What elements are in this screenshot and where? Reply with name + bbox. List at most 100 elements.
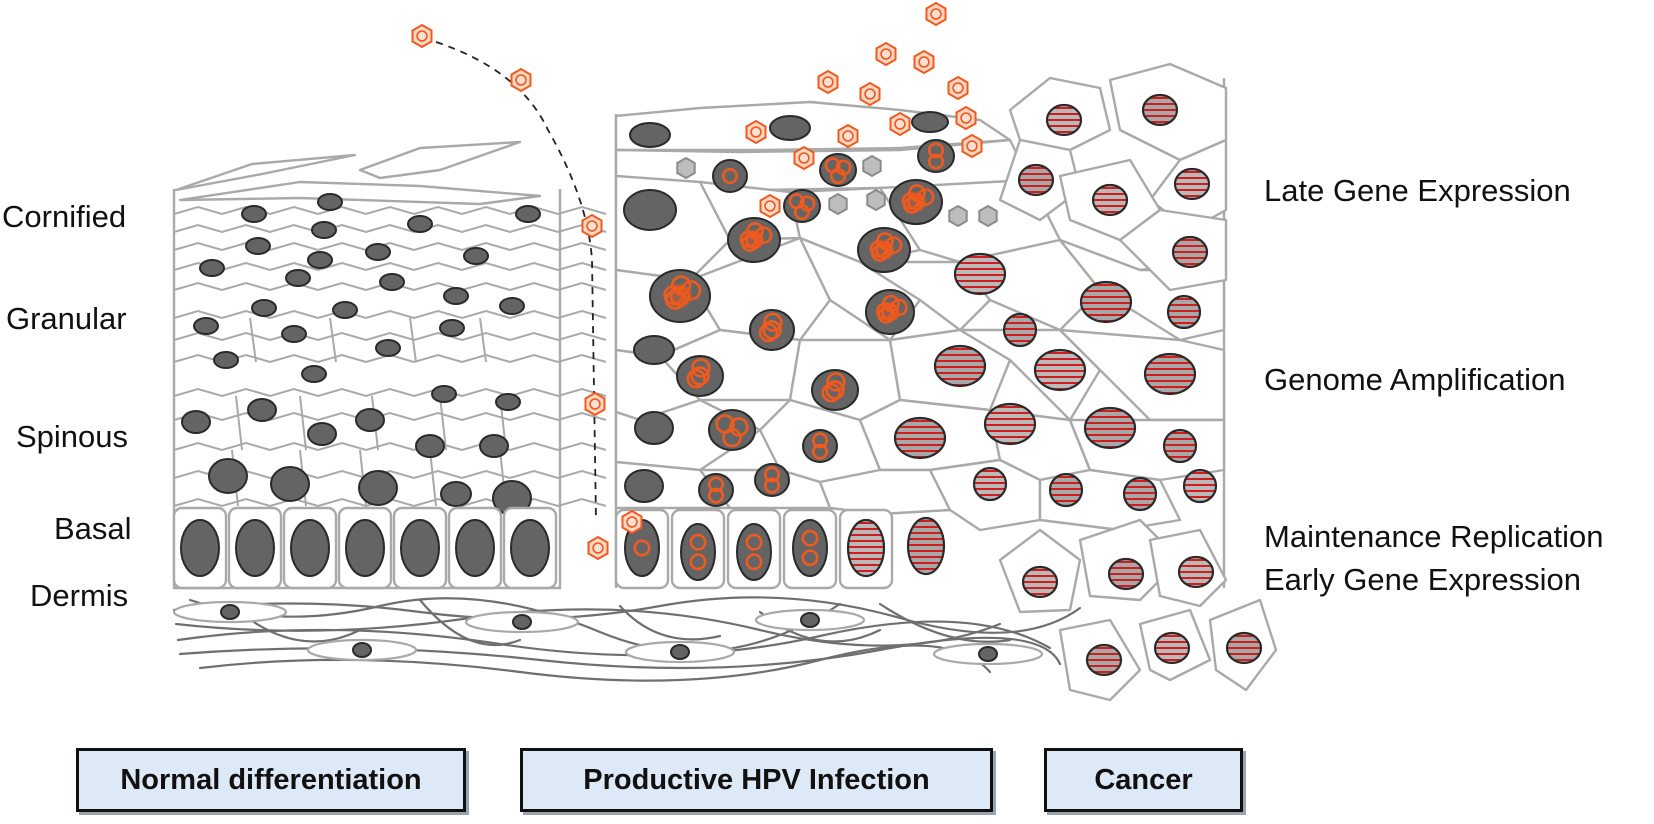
viral-genome [793, 204, 811, 221]
virion [948, 204, 968, 228]
infected-epithelium [614, 78, 1226, 590]
viral-genome [707, 476, 725, 493]
cell [358, 140, 522, 180]
dermis-fibers [172, 596, 1082, 682]
viral-genome [633, 539, 651, 557]
nucleus [792, 519, 828, 577]
viral-genome [801, 529, 819, 547]
stratum-line [173, 223, 607, 234]
nucleus [355, 408, 385, 432]
viral-genome [811, 432, 829, 449]
nucleus [634, 411, 674, 445]
virion [828, 192, 848, 216]
nucleus [769, 115, 811, 141]
viral-genome [927, 142, 945, 159]
nucleus [199, 259, 225, 277]
nucleus [623, 189, 677, 231]
viral-genome [825, 380, 845, 400]
viral-genome [721, 167, 739, 185]
nucleus [251, 299, 277, 317]
nucleus [332, 301, 358, 319]
nucleus [213, 351, 239, 369]
viral-genome [690, 366, 710, 386]
viral-genome [890, 298, 908, 317]
nucleus [633, 335, 675, 365]
viral-genome [826, 372, 846, 392]
nucleus [499, 297, 525, 315]
nucleus [358, 470, 398, 506]
viral-genome [801, 549, 819, 567]
nucleus [193, 317, 219, 335]
viral-genome [686, 369, 706, 389]
layer-label-cornified: Cornified [2, 199, 127, 234]
nucleus [241, 205, 267, 223]
nucleus [400, 519, 440, 577]
virion [862, 154, 882, 178]
nucleus [301, 365, 327, 383]
viral-genome [879, 301, 901, 323]
virus-particles [411, 1, 998, 561]
layer-label-spinous: Spinous [16, 419, 129, 454]
stratum-line [173, 411, 607, 422]
nucleus [285, 269, 311, 287]
stratum-line [173, 261, 607, 272]
nucleus [629, 122, 671, 148]
nucleus [290, 519, 330, 577]
viral-genome [869, 240, 888, 258]
viral-genome [873, 239, 895, 261]
viral-genome [763, 466, 781, 483]
nucleus [365, 243, 391, 261]
nucleus [670, 644, 690, 660]
nucleus [624, 469, 664, 503]
viral-genome [762, 320, 782, 340]
viral-genome [916, 188, 935, 206]
cell [178, 180, 542, 206]
stage-label-late: Late Gene Expression [1264, 173, 1571, 208]
viral-genome [758, 322, 779, 343]
stage-label-amplification: Genome Amplification [1264, 362, 1566, 397]
nucleus [911, 111, 949, 133]
cell [174, 153, 357, 192]
nucleus [415, 434, 445, 458]
nucleus [512, 614, 532, 630]
nucleus [311, 221, 337, 239]
stratum-line [173, 387, 607, 398]
nucleus [440, 481, 472, 507]
nucleus [345, 519, 385, 577]
nucleus [220, 604, 240, 620]
stratum-line [173, 205, 607, 216]
nucleus [208, 458, 248, 494]
viral-genome [722, 427, 742, 448]
layer-label-basal: Basal [54, 511, 132, 546]
viral-genome [821, 383, 841, 403]
nucleus [443, 287, 469, 305]
viral-genome [680, 280, 702, 301]
nucleus [352, 642, 372, 658]
nucleus [307, 251, 333, 269]
viral-genome [669, 285, 691, 307]
stage-label-early: Early Gene Expression [1264, 562, 1582, 597]
nucleus [180, 519, 220, 577]
panel-normal-differentiation: Normal differentiation [76, 748, 466, 812]
viral-genome [754, 226, 773, 244]
viral-genome [689, 533, 707, 551]
layer-label-dermis: Dermis [30, 578, 129, 613]
nucleus [431, 385, 457, 403]
layer-label-granular: Granular [6, 301, 127, 336]
nucleus [510, 519, 550, 577]
nucleus [307, 422, 337, 446]
collagen-fiber [878, 602, 1012, 643]
viral-genome [707, 487, 725, 504]
panel-cancer: Cancer [1044, 748, 1243, 812]
nucleus [379, 273, 405, 291]
nucleus [680, 523, 716, 581]
nucleus [455, 519, 495, 577]
nucleus [978, 646, 998, 662]
collagen-fiber [418, 598, 522, 647]
viral-genome [901, 192, 920, 210]
viral-genome [691, 358, 711, 378]
nucleus [407, 215, 433, 233]
cancer-tissue [998, 62, 1278, 702]
viral-genome [763, 312, 783, 332]
